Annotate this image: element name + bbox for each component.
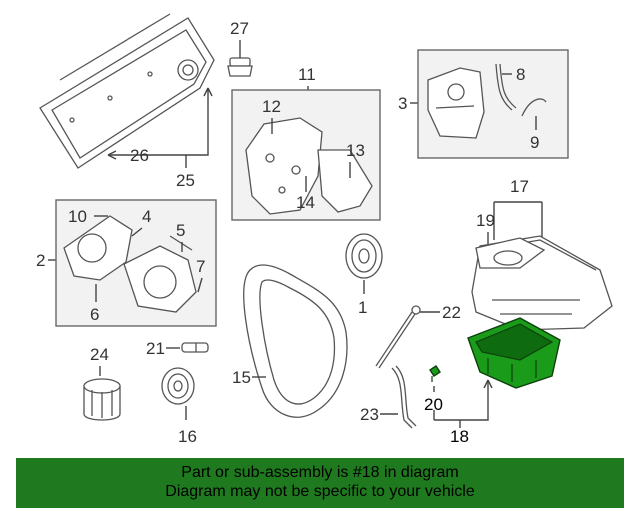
label-10: 10 <box>68 207 87 226</box>
banner-line-disclaimer: Diagram may not be specific to your vehi… <box>165 483 475 500</box>
label-1: 1 <box>358 298 367 317</box>
label-2: 2 <box>36 251 45 270</box>
label-19: 19 <box>476 211 495 230</box>
label-11: 11 <box>298 65 316 84</box>
clip-part <box>521 98 547 117</box>
label-4: 4 <box>142 207 151 226</box>
timing-belt-cover-part <box>63 215 197 313</box>
label-9: 9 <box>530 133 539 152</box>
timing-cover-part <box>245 117 373 215</box>
label-23: 23 <box>360 405 379 424</box>
oil-filler-cap-part[interactable] <box>227 57 253 77</box>
valve-cover-part[interactable] <box>39 13 215 169</box>
label-15: 15 <box>232 368 251 387</box>
label-6: 6 <box>90 305 99 324</box>
label-21: 21 <box>146 339 165 358</box>
label-17: 17 <box>510 177 529 196</box>
timing-belt-part[interactable] <box>243 264 348 418</box>
dipstick-tube-part[interactable] <box>391 365 417 429</box>
label-24: 24 <box>90 345 109 364</box>
label-12: 12 <box>262 97 281 116</box>
label-3: 3 <box>398 94 407 113</box>
dipstick-part[interactable] <box>375 305 421 369</box>
rear-timing-cover-part <box>427 67 485 139</box>
banner-line-part-number: Part or sub-assembly is #18 in diagram <box>181 464 459 481</box>
crankshaft-sprocket-part[interactable] <box>161 367 195 405</box>
label-7: 7 <box>196 257 205 276</box>
exploded-parts-diagram: 26 25 27 11 12 13 14 3 8 9 2 <box>36 13 613 446</box>
hose-part <box>495 63 517 111</box>
label-18: 18 <box>450 427 469 446</box>
drain-plug-part[interactable] <box>429 365 441 382</box>
label-26: 26 <box>130 146 149 165</box>
oil-filter-part[interactable] <box>83 378 121 421</box>
upper-oil-pan-part[interactable] <box>471 235 613 331</box>
label-25: 25 <box>176 171 195 190</box>
label-22: 22 <box>442 303 461 322</box>
lower-oil-pan-part[interactable] <box>467 317 561 389</box>
label-5: 5 <box>176 221 185 240</box>
info-banner: Part or sub-assembly is #18 in diagram D… <box>16 458 624 508</box>
label-16: 16 <box>178 427 197 446</box>
label-27: 27 <box>230 19 249 38</box>
dowel-pin-part[interactable] <box>181 342 209 353</box>
label-14: 14 <box>296 193 315 212</box>
label-13: 13 <box>346 141 365 160</box>
crankshaft-pulley-part[interactable] <box>345 233 383 279</box>
label-8: 8 <box>516 65 525 84</box>
label-20: 20 <box>424 395 443 414</box>
